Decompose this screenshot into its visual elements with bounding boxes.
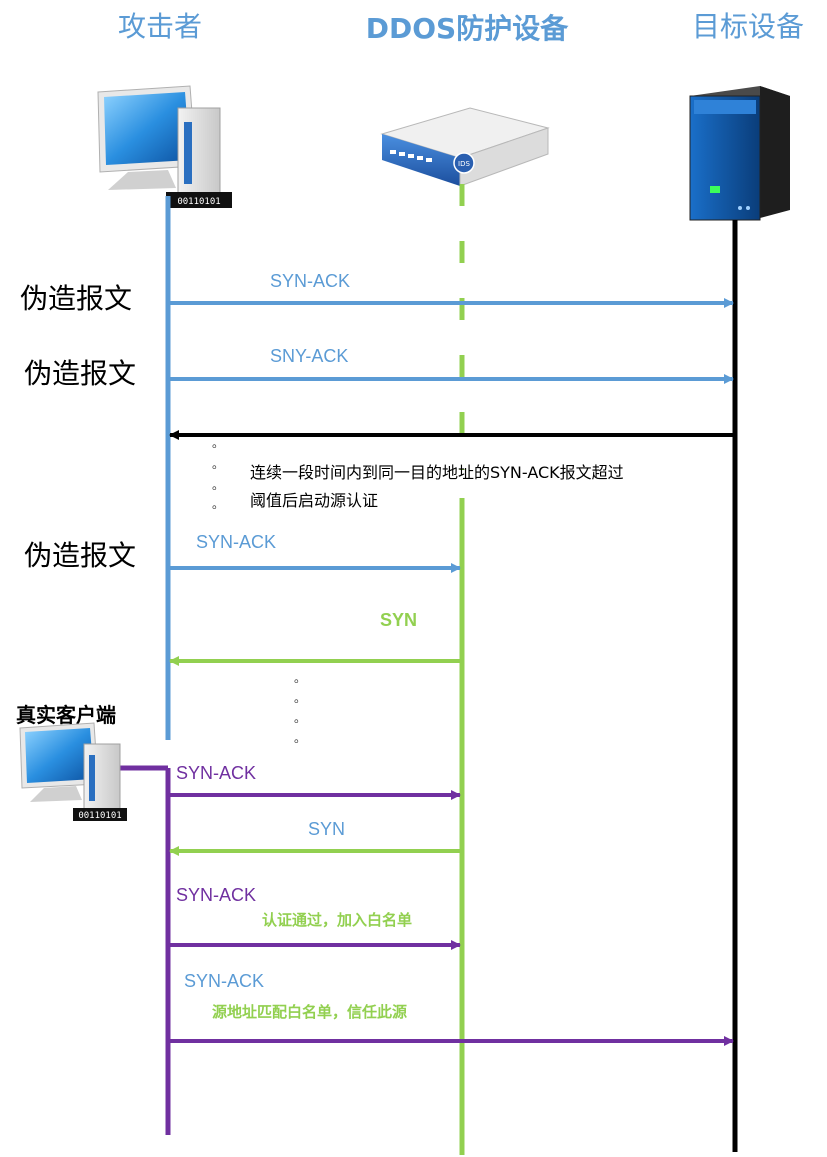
ellipsis-dot-3: 。 xyxy=(294,711,306,725)
message-label-8: SYN-ACK xyxy=(176,885,256,905)
threshold-note-line1: 连续一段时间内到同一目的地址的SYN-ACK报文超过 xyxy=(250,463,624,482)
ids-badge-label: IDS xyxy=(458,160,470,168)
target-server-icon xyxy=(689,86,790,221)
message-label-9: SYN-ACK xyxy=(184,971,264,991)
attacker-computer-icon: 00110101 xyxy=(97,85,232,208)
note-bullet-2: 。 xyxy=(212,457,224,471)
message-label-6: SYN-ACK xyxy=(176,763,256,783)
threshold-note-line2: 阈值后启动源认证 xyxy=(250,491,378,510)
whitelist-match-note: 源地址匹配白名单，信任此源 xyxy=(212,1003,407,1021)
header-ddos-device: DDOS防护设备 xyxy=(366,12,569,45)
ids-appliance-icon: IDS xyxy=(380,107,550,187)
ellipsis-dot-1: 。 xyxy=(294,671,306,685)
real-client-computer-icon: 00110101 xyxy=(19,722,127,821)
header-target: 目标设备 xyxy=(692,10,804,43)
message-label-7: SYN xyxy=(308,819,345,839)
header-attacker: 攻击者 xyxy=(118,10,202,43)
message-label-4: SYN-ACK xyxy=(196,532,276,552)
attacker-binary-label: 00110101 xyxy=(177,197,220,207)
client-binary-label: 00110101 xyxy=(78,811,121,821)
forged-packet-label-2: 伪造报文 xyxy=(24,357,136,390)
message-label-2: SNY-ACK xyxy=(270,346,348,366)
auth-passed-note: 认证通过，加入白名单 xyxy=(262,911,412,929)
real-client-label: 真实客户端 xyxy=(16,703,116,727)
note-bullet-4: 。 xyxy=(212,497,224,511)
ellipsis-dot-4: 。 xyxy=(294,731,306,745)
message-label-5: SYN xyxy=(380,610,417,630)
ellipsis-dot-2: 。 xyxy=(294,691,306,705)
note-bullet-3: 。 xyxy=(212,478,224,492)
forged-packet-label-1: 伪造报文 xyxy=(20,282,132,315)
note-bullet-1: 。 xyxy=(212,436,224,450)
message-label-1: SYN-ACK xyxy=(270,271,350,291)
forged-packet-label-3: 伪造报文 xyxy=(24,539,136,572)
